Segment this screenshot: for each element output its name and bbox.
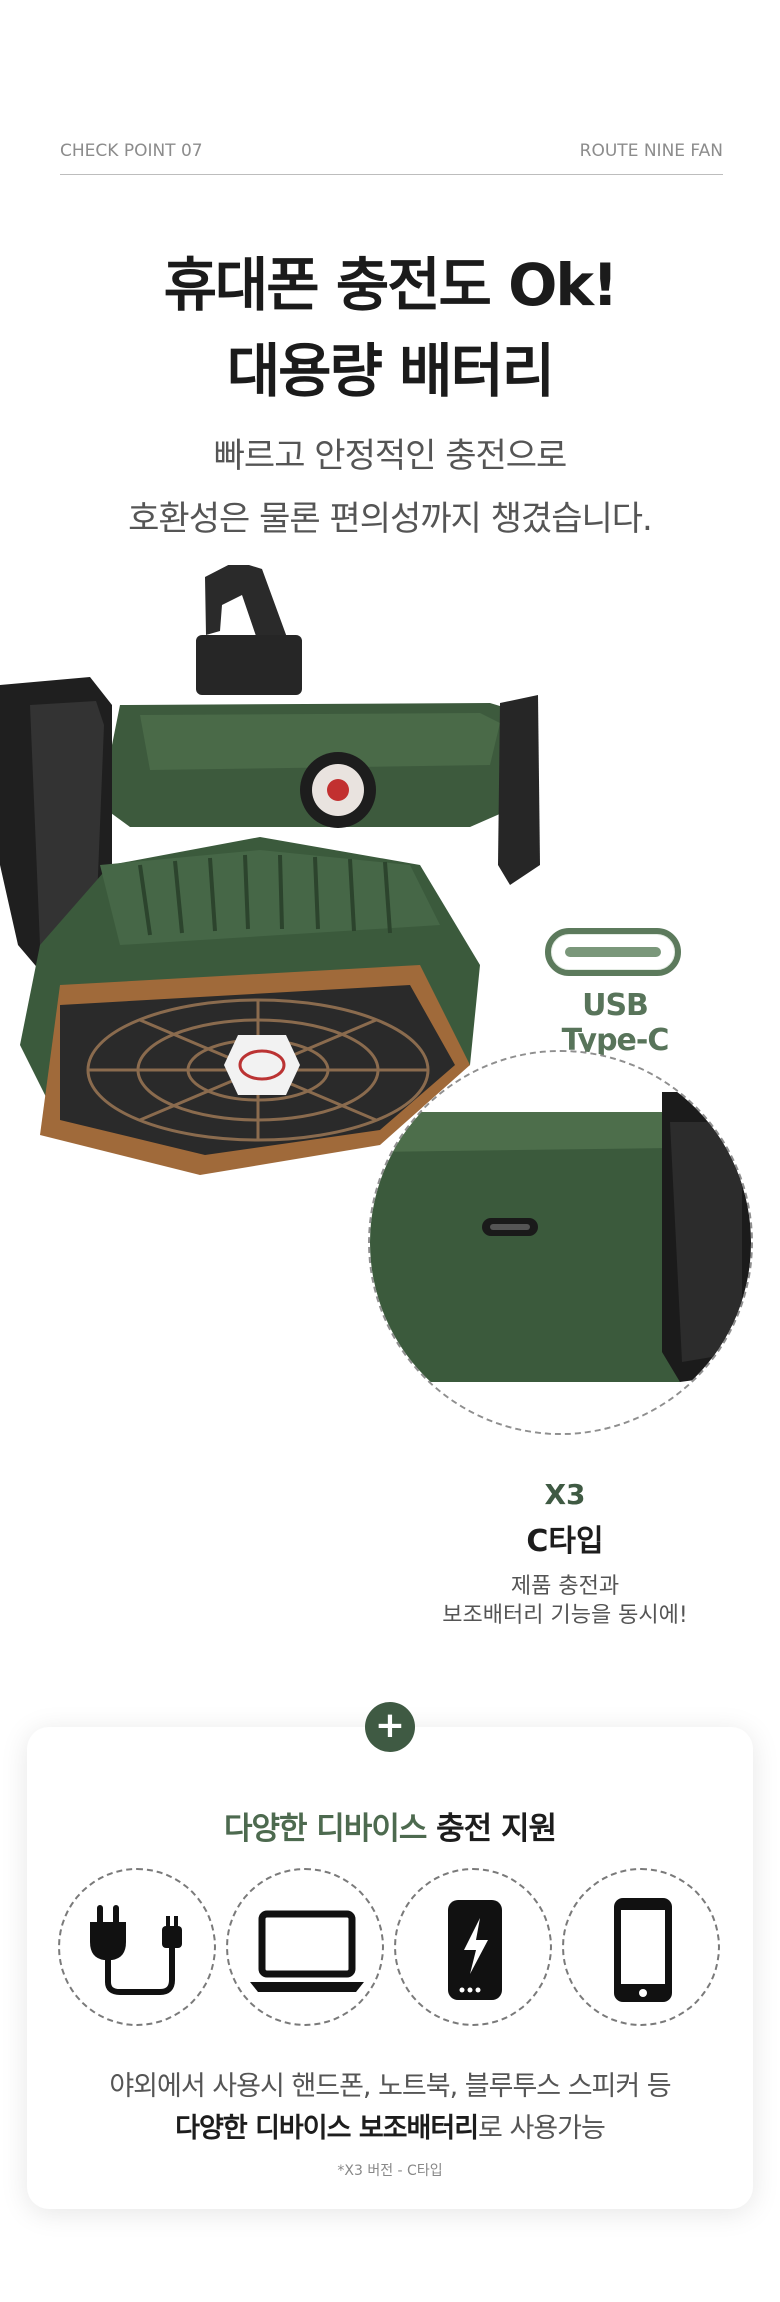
card-title: 다양한 디바이스 충전 지원: [0, 1803, 780, 1848]
spec-desc-1: 제품 충전과: [510, 1574, 620, 1599]
laptop-icon: [226, 1868, 384, 2026]
plus-icon: +: [365, 1702, 415, 1752]
fan-product-image: [0, 565, 540, 1175]
card-desc-rest: 로 사용가능: [478, 2113, 606, 2144]
card-title-highlight: 다양한 디바이스: [223, 1811, 427, 1847]
card-desc-bold: 다양한 디바이스 보조배터리: [175, 2113, 479, 2144]
headline-line-1: 휴대폰 충전도 Ok!: [163, 251, 619, 319]
port-type-label: C타입: [526, 1524, 604, 1559]
check-point-label: CHECK POINT 07: [60, 141, 203, 161]
smartphone-icon: [562, 1868, 720, 2026]
headline-line-2: 대용량 배터리: [226, 337, 555, 405]
subtitle-line-2: 호환성은 물론 편의성까지 챙겼습니다.: [128, 499, 653, 539]
brand-label: ROUTE NINE FAN: [579, 141, 723, 161]
spec-desc-2: 보조배터리 기능을 동시에!: [442, 1603, 688, 1628]
version-note: *X3 버전 - C타입: [337, 2163, 443, 2179]
power-bank-icon: [394, 1868, 552, 2026]
model-label: X3: [544, 1478, 586, 1511]
usb-c-port-icon: [545, 928, 681, 976]
card-title-rest: 충전 지원: [426, 1811, 557, 1847]
top-bar: CHECK POINT 07 ROUTE NINE FAN: [60, 141, 723, 175]
usb-type-label: USB Type-C: [561, 988, 670, 1058]
charger-plug-icon: [58, 1868, 216, 2026]
card-desc-line-1: 야외에서 사용시 핸드폰, 노트북, 블루투스 스피커 등: [109, 2071, 671, 2102]
usb-port-zoom-circle: [368, 1050, 753, 1435]
device-icons-row: [58, 1868, 723, 2028]
subtitle-line-1: 빠르고 안정적인 충전으로: [213, 436, 568, 476]
card-desc-line-2: 다양한 디바이스 보조배터리로 사용가능: [0, 2106, 780, 2145]
